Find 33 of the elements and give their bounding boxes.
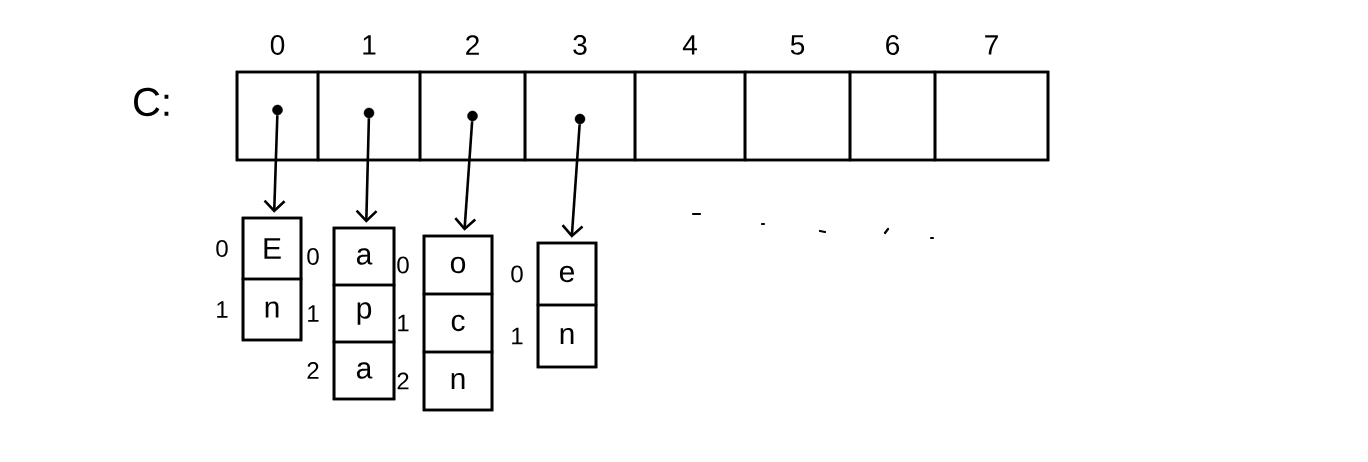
arrow (263, 115, 286, 213)
arrow (355, 118, 378, 223)
index-label: 5 (790, 35, 805, 55)
index-label: 1 (363, 35, 376, 55)
array-cell: o (422, 234, 494, 296)
index-label: 1 (398, 314, 409, 332)
array-cell: p (332, 283, 396, 344)
index-label: 7 (985, 35, 998, 55)
index-label: 2 (466, 35, 479, 55)
index-label: 1 (217, 301, 228, 318)
index-label: 1 (512, 327, 523, 345)
array-cell: c (422, 292, 494, 354)
index-label: 2 (307, 362, 319, 379)
array-cell: e (536, 241, 598, 307)
array-cell: n (536, 303, 598, 369)
index-label: 1 (308, 305, 319, 322)
index-label: 0 (511, 265, 523, 283)
index-label: 4 (682, 35, 697, 55)
index-label: 2 (397, 372, 409, 390)
index-label: 6 (886, 35, 900, 55)
array-cell: E (241, 216, 303, 281)
array-cell: a (332, 226, 396, 287)
index-label: 0 (397, 256, 409, 274)
array-cell: n (241, 277, 303, 342)
index-label: 3 (573, 35, 587, 55)
arrow (454, 121, 477, 231)
index-label: 0 (216, 240, 228, 257)
arrow (561, 124, 584, 238)
array-name: C: (134, 87, 169, 117)
array-cell: a (332, 340, 396, 401)
index-label: 0 (307, 248, 319, 265)
index-label: 0 (270, 35, 285, 55)
array-cell: n (422, 350, 494, 412)
